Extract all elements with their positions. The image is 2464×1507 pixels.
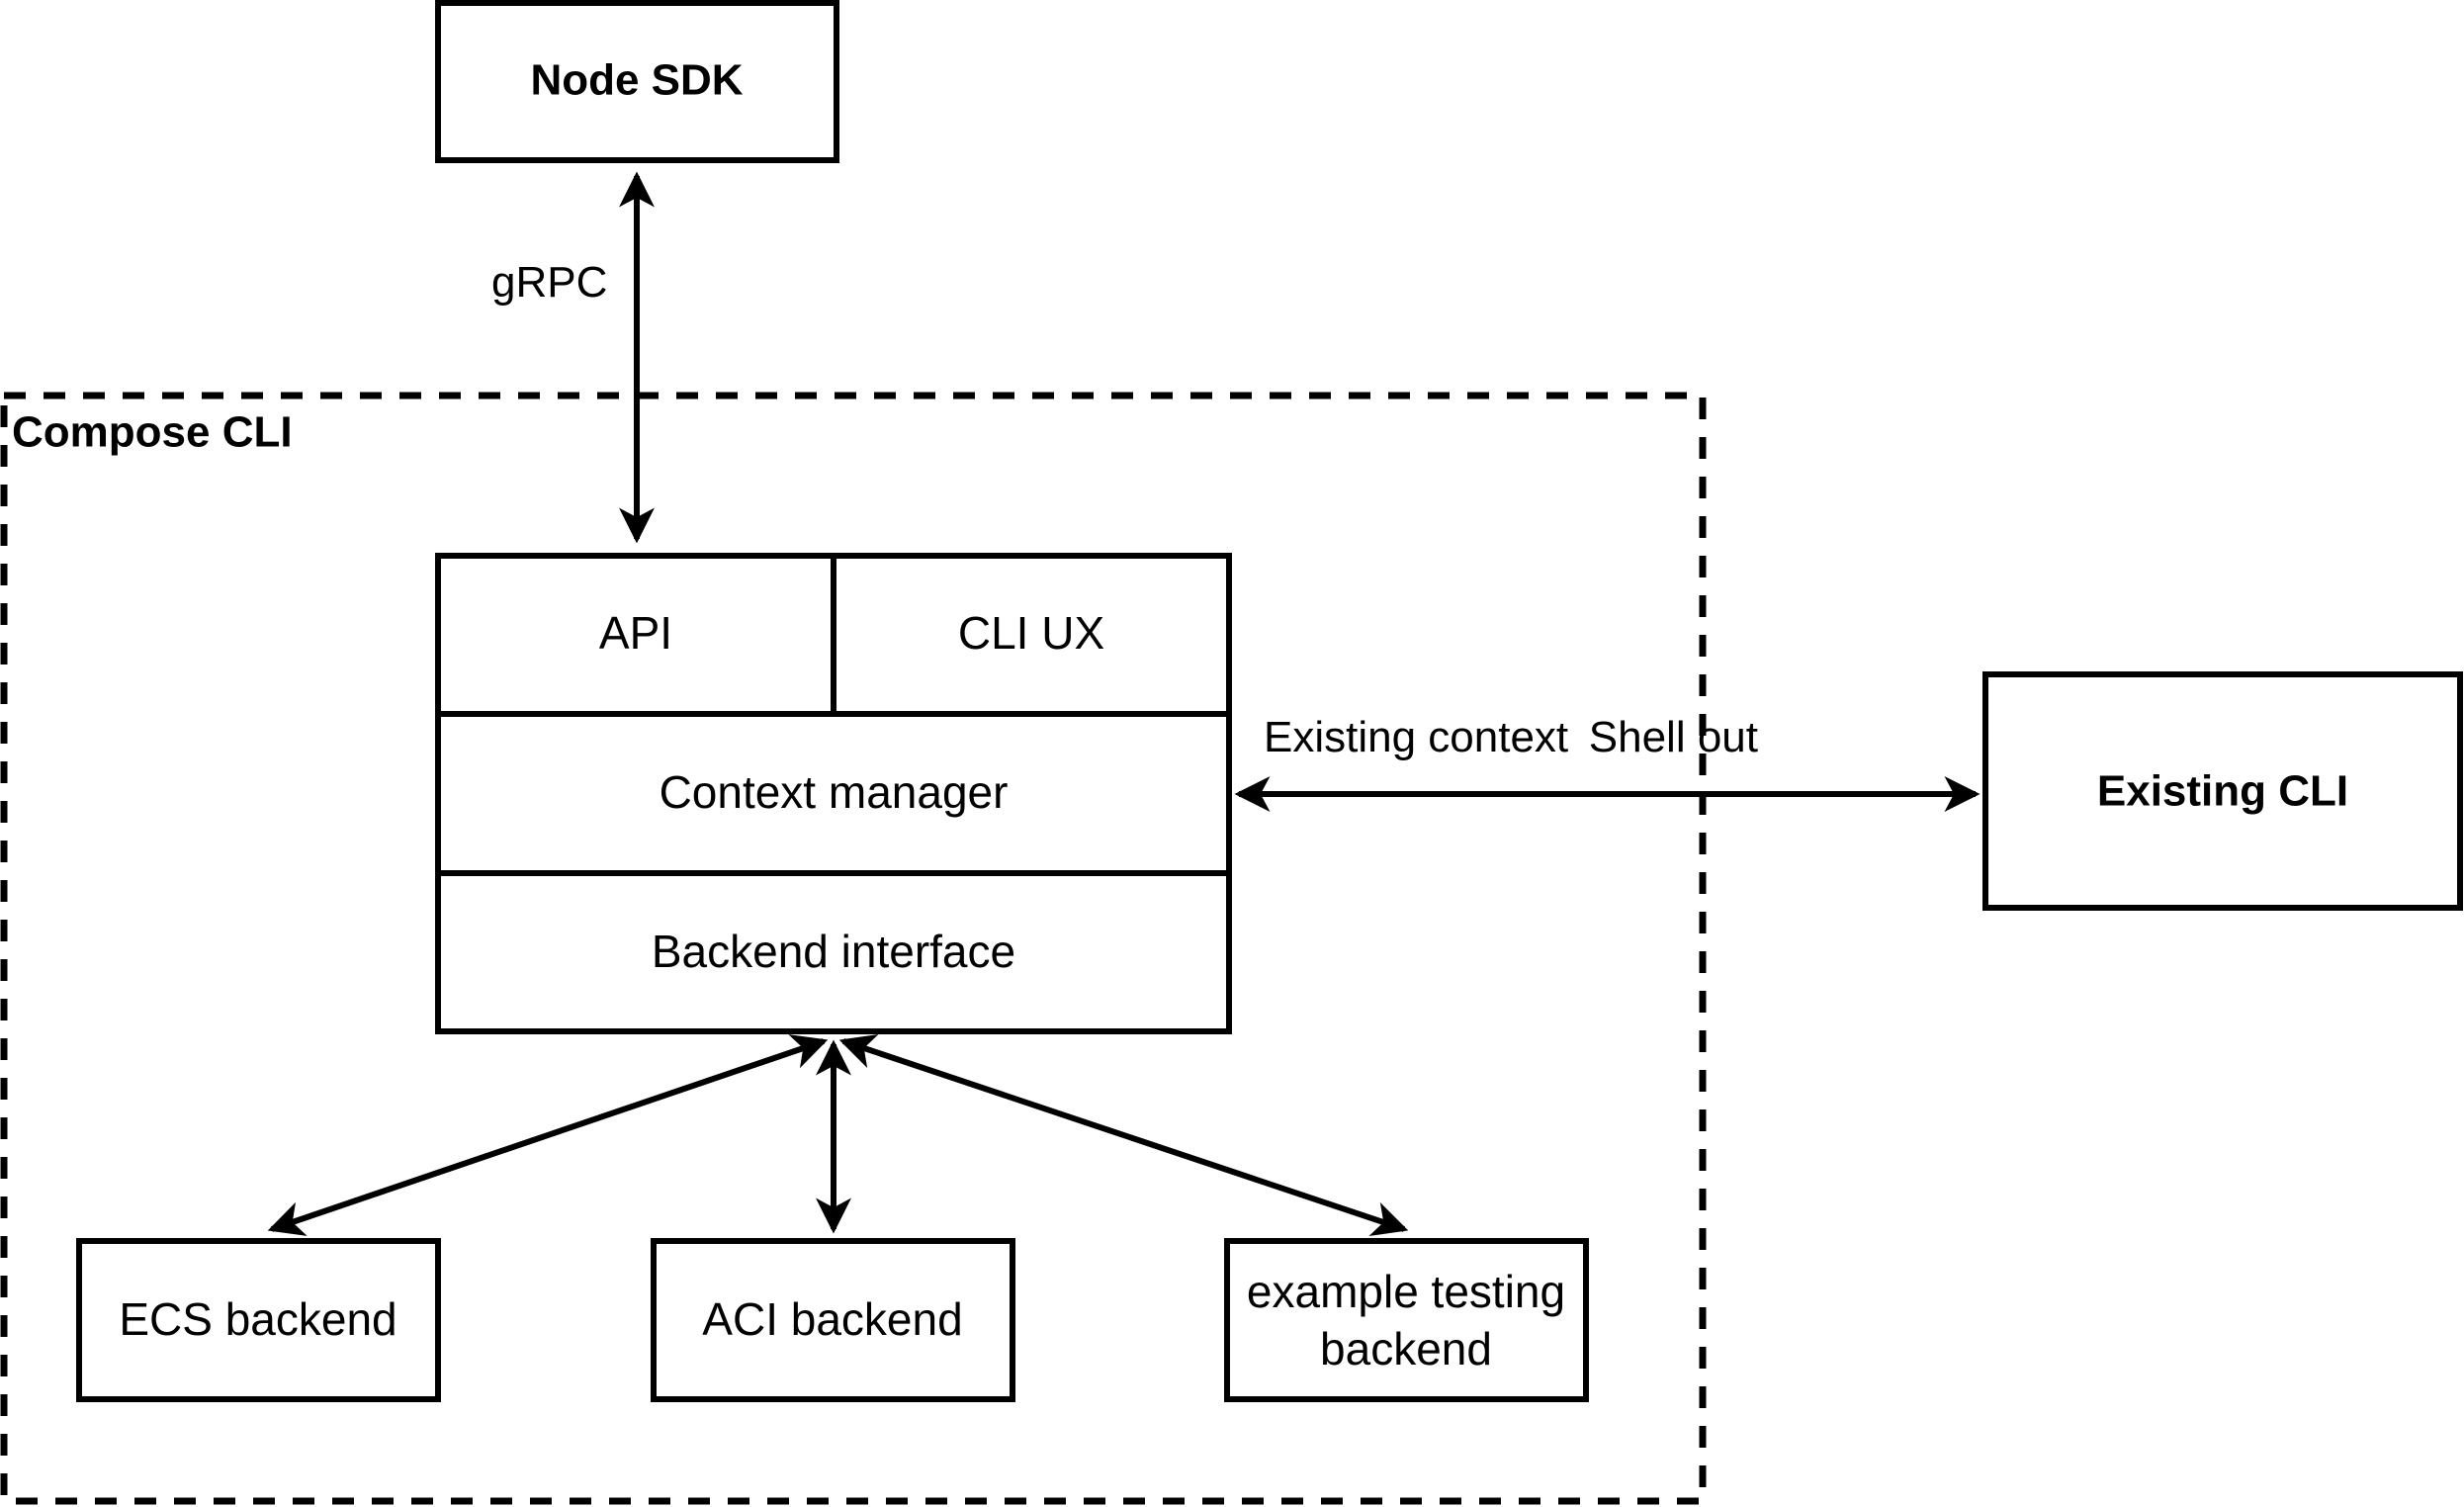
api-label: API	[599, 607, 672, 659]
shell-out-edge-label: Shell out	[1589, 713, 1758, 761]
compose-cli-group-border	[0, 392, 1707, 1505]
aci-backend-label: ACI backend	[702, 1293, 962, 1345]
example-testing-backend-box	[1224, 1238, 1589, 1402]
aci-backend-box	[651, 1238, 1015, 1402]
cli-ux-label: CLI UX	[958, 607, 1104, 659]
backend-interface-label: Backend interface	[652, 926, 1015, 977]
grpc-edge-label: gRPC	[491, 258, 607, 307]
existing-cli-box	[1982, 671, 2463, 911]
existing-context-edge-label: Existing context	[1264, 713, 1568, 761]
ecs-backend-label: ECS backend	[119, 1293, 396, 1345]
existing-cli-label: Existing CLI	[2097, 767, 2348, 816]
backend-to-ecs-arrow	[267, 1034, 829, 1236]
compose-cli-group-label: Compose CLI	[12, 408, 293, 457]
node-sdk-box	[435, 0, 839, 163]
backend-to-example-arrow	[838, 1033, 1409, 1237]
example-testing-backend-label-line2: backend	[1320, 1323, 1492, 1374]
node-sdk-label: Node SDK	[530, 56, 743, 105]
context-manager-label: Context manager	[660, 766, 1009, 818]
ecs-backend-box	[76, 1238, 441, 1402]
example-testing-backend-label-line1: example testing	[1247, 1266, 1565, 1317]
